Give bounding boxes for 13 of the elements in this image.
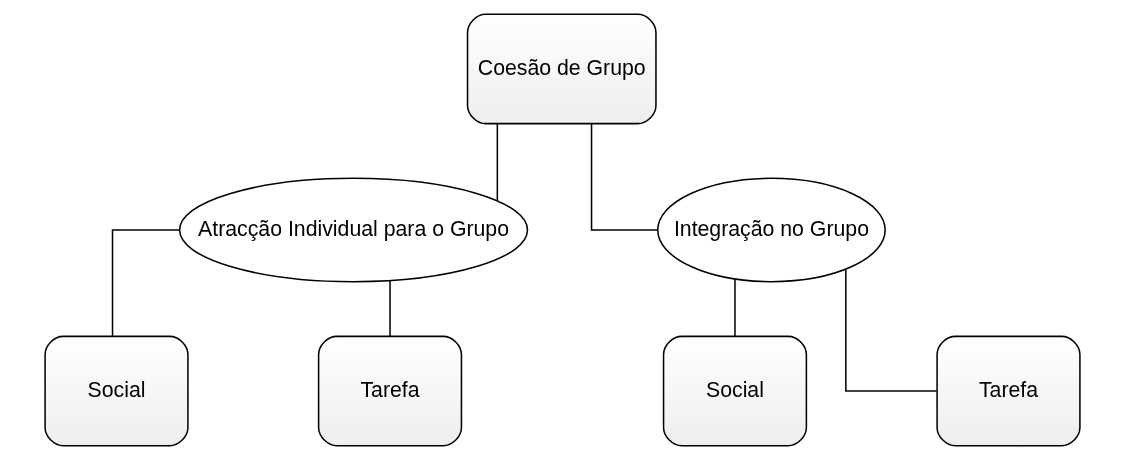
node-box: Social <box>43 335 189 447</box>
connector <box>844 268 937 392</box>
connector <box>733 278 736 337</box>
connector <box>111 229 180 337</box>
node-ellipse: Atracção Individual para o Grupo <box>178 177 528 283</box>
node-box: Coesão de Grupo <box>466 13 657 125</box>
node-box: Tarefa <box>935 335 1081 447</box>
connector <box>388 279 391 338</box>
node-ellipse: Integração no Grupo <box>656 177 886 283</box>
connector <box>590 123 658 231</box>
node-box: Social <box>662 335 807 447</box>
node-box: Tarefa <box>317 335 462 447</box>
connector <box>496 123 498 202</box>
